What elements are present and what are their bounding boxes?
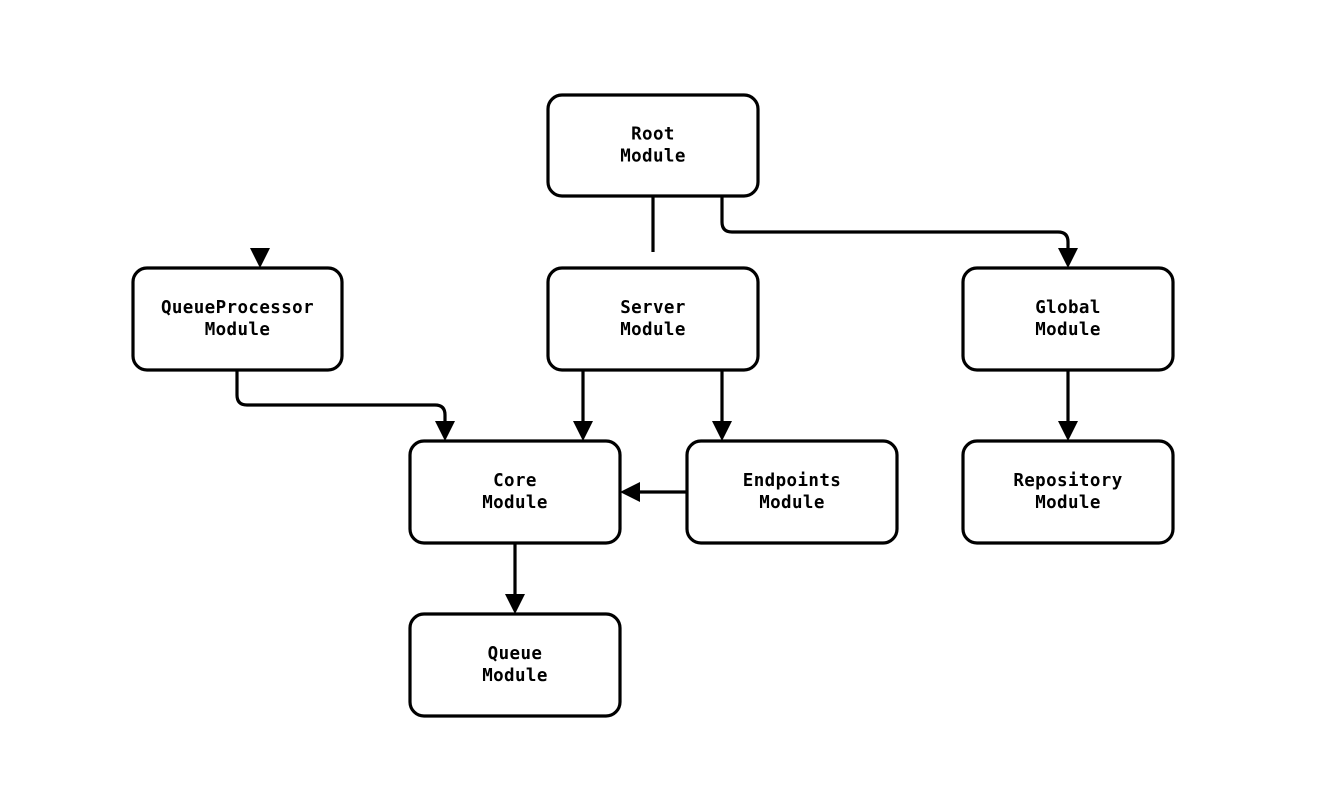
node-label-name-queueprocessor: QueueProcessor — [161, 298, 314, 318]
edge-queueprocessor-to-core — [235, 370, 455, 441]
arrowhead-down-icon — [1058, 421, 1078, 441]
edge-line-root-to-global — [720, 196, 1070, 252]
edge-root-to-global — [720, 196, 1078, 268]
node-label-name-global: Global — [1035, 298, 1101, 318]
node-box-global[interactable] — [961, 266, 1175, 372]
node-label-name-queue: Queue — [488, 644, 543, 664]
node-label-suffix-queue: Module — [482, 666, 548, 686]
arrowhead-down-icon — [250, 248, 270, 268]
node-label-name-repository: Repository — [1013, 471, 1122, 491]
node-box-endpoints[interactable] — [685, 439, 899, 545]
arrowhead-down-icon — [573, 421, 593, 441]
nodes-layer: RootModuleQueueProcessorModuleServerModu… — [131, 93, 1175, 718]
node-box-repository[interactable] — [961, 439, 1175, 545]
node-box-core[interactable] — [408, 439, 622, 545]
node-label-suffix-global: Module — [1035, 320, 1101, 340]
node-box-queueprocessor[interactable] — [131, 266, 344, 372]
edge-endpoints-to-core — [620, 482, 687, 502]
arrowhead-left-icon — [620, 482, 640, 502]
node-label-suffix-endpoints: Module — [759, 493, 825, 513]
edge-core-to-queue — [505, 543, 525, 614]
edge-global-to-repository — [1058, 370, 1078, 441]
node-label-suffix-server: Module — [620, 320, 686, 340]
arrowhead-down-icon — [712, 421, 732, 441]
node-label-suffix-core: Module — [482, 493, 548, 513]
node-box-root[interactable] — [546, 93, 760, 198]
arrowhead-down-icon — [1058, 248, 1078, 268]
node-label-name-core: Core — [493, 471, 537, 491]
arrowhead-down-icon — [505, 594, 525, 614]
node-box-queue[interactable] — [408, 612, 622, 718]
node-label-suffix-repository: Module — [1035, 493, 1101, 513]
node-label-name-root: Root — [631, 125, 675, 145]
node-label-name-server: Server — [620, 298, 686, 318]
node-label-name-endpoints: Endpoints — [743, 471, 841, 491]
edge-server-to-core — [573, 370, 593, 441]
edge-line-queueprocessor-to-core — [235, 370, 447, 425]
node-label-suffix-root: Module — [620, 147, 686, 167]
edges-layer — [235, 196, 1078, 614]
node-label-suffix-queueprocessor: Module — [205, 320, 271, 340]
edge-server-to-endpoints — [712, 370, 732, 441]
node-box-server[interactable] — [546, 266, 760, 372]
arrowhead-down-icon — [435, 421, 455, 441]
edge-root-to-server — [250, 196, 655, 268]
